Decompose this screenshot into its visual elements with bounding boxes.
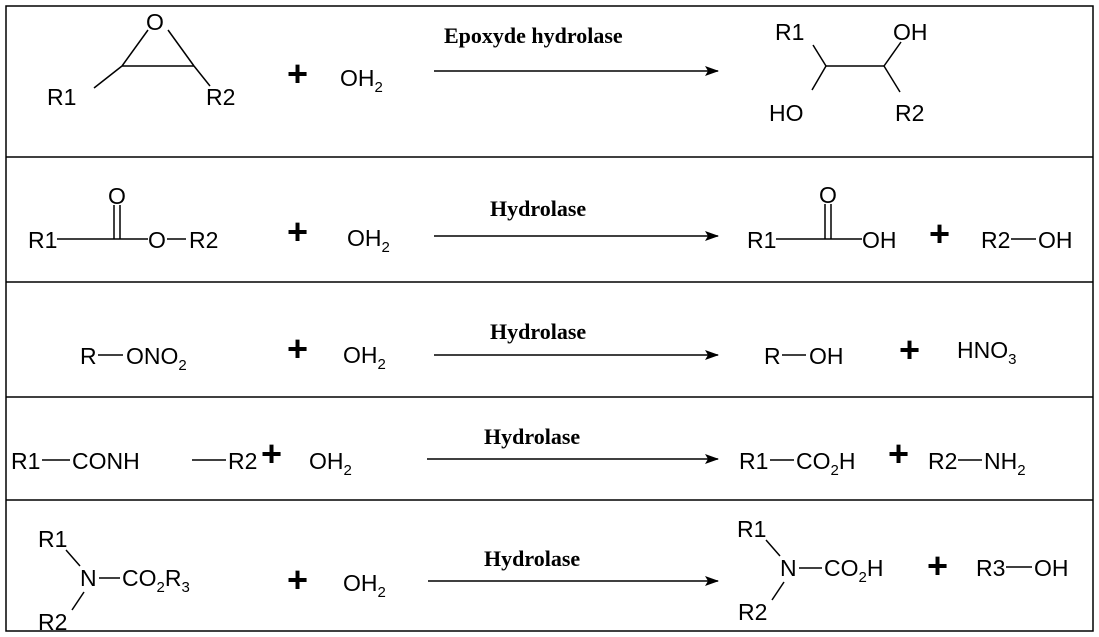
plus-sign: + bbox=[287, 328, 308, 369]
r-label: R bbox=[80, 343, 97, 369]
enzyme-label: Hydrolase bbox=[490, 319, 586, 344]
plus-sign: + bbox=[888, 433, 909, 474]
r1-label: R1 bbox=[737, 516, 766, 542]
carboxylic-acid-formula: CO2H bbox=[796, 448, 855, 479]
enzyme-label: Hydrolase bbox=[490, 196, 586, 221]
r1-label: R1 bbox=[28, 227, 57, 253]
hydroxyl-label: OH bbox=[809, 343, 844, 369]
amine-formula: NH2 bbox=[984, 448, 1026, 479]
hydroxyl-label: OH bbox=[862, 227, 897, 253]
water-formula: OH2 bbox=[309, 448, 352, 479]
r2-label: R2 bbox=[738, 599, 767, 625]
plus-sign: + bbox=[899, 329, 920, 370]
diol-product: R1 OH HO R2 bbox=[769, 19, 928, 126]
scheme-frame bbox=[5, 5, 1094, 632]
hydroxyl-label: OH bbox=[893, 19, 928, 45]
epoxide-substrate: O R1 R2 bbox=[47, 9, 235, 110]
r2-label: R2 bbox=[928, 448, 957, 474]
carbamic-acid-formula: CO2H bbox=[824, 555, 883, 586]
nitrate-formula: ONO2 bbox=[126, 343, 187, 374]
ester-substrate: R1 O O R2 bbox=[28, 183, 218, 253]
plus-sign: + bbox=[287, 53, 308, 94]
enzyme-label: Hydrolase bbox=[484, 424, 580, 449]
hydroxyl-label: OH bbox=[1034, 555, 1069, 581]
r1-label: R1 bbox=[739, 448, 768, 474]
r3-label: R3 bbox=[976, 555, 1005, 581]
r2-label: R2 bbox=[895, 100, 924, 126]
carbamate-ester-formula: CO2R3 bbox=[122, 565, 190, 596]
hydroxyl-label: HO bbox=[769, 100, 804, 126]
water-formula: OH2 bbox=[347, 225, 390, 256]
r1-label: R1 bbox=[38, 526, 67, 552]
epoxide-oxygen-label: O bbox=[146, 9, 164, 35]
r-label: R bbox=[764, 343, 781, 369]
water-formula: OH2 bbox=[340, 65, 383, 96]
reaction-carbamate-hydrolysis: R1 N R2 CO2R3 + OH2 Hydrolase R1 N R2 CO… bbox=[38, 516, 1069, 635]
amide-formula: CONH bbox=[72, 448, 140, 474]
r1-label: R1 bbox=[47, 84, 76, 110]
enzyme-label: Epoxyde hydrolase bbox=[444, 23, 623, 48]
r2-label: R2 bbox=[206, 84, 235, 110]
plus-sign: + bbox=[261, 433, 282, 474]
r2-label: R2 bbox=[228, 448, 257, 474]
plus-sign: + bbox=[929, 213, 950, 254]
reaction-amide-hydrolysis: R1 CONH R2 + OH2 Hydrolase R1 CO2H + R2 … bbox=[11, 424, 1026, 479]
plus-sign: + bbox=[287, 559, 308, 600]
carbamic-acid-product: R1 N R2 CO2H bbox=[737, 516, 883, 625]
carboxylic-acid-product: R1 O OH bbox=[747, 182, 897, 253]
r1-label: R1 bbox=[747, 227, 776, 253]
plus-sign: + bbox=[927, 545, 948, 586]
alcohol-product: R2 OH bbox=[981, 227, 1073, 253]
reaction-epoxide-hydrolysis: O R1 R2 + OH2 Epoxyde hydrolase R1 OH HO… bbox=[47, 9, 928, 126]
water-formula: OH2 bbox=[343, 342, 386, 373]
water-formula: OH2 bbox=[343, 570, 386, 601]
r2-label: R2 bbox=[38, 609, 67, 635]
reaction-ester-hydrolysis: R1 O O R2 + OH2 Hydrolase R1 O OH + R2 O… bbox=[28, 182, 1073, 256]
reaction-nitrate-hydrolysis: R ONO2 + OH2 Hydrolase R OH + HNO3 bbox=[80, 319, 1016, 374]
r2-label: R2 bbox=[189, 227, 218, 253]
carbonyl-oxygen-label: O bbox=[819, 182, 837, 208]
plus-sign: + bbox=[287, 211, 308, 252]
carbamate-substrate: R1 N R2 CO2R3 bbox=[38, 526, 190, 635]
alcohol-product: R3 OH bbox=[976, 555, 1069, 581]
ester-oxygen-label: O bbox=[148, 227, 166, 253]
carbonyl-oxygen-label: O bbox=[108, 183, 126, 209]
r1-label: R1 bbox=[775, 19, 804, 45]
nitric-acid-formula: HNO3 bbox=[957, 337, 1016, 368]
hydroxyl-label: OH bbox=[1038, 227, 1073, 253]
r2-label: R2 bbox=[981, 227, 1010, 253]
enzyme-label: Hydrolase bbox=[484, 546, 580, 571]
nitrogen-label: N bbox=[780, 555, 797, 581]
nitrogen-label: N bbox=[80, 565, 97, 591]
r1-label: R1 bbox=[11, 448, 40, 474]
